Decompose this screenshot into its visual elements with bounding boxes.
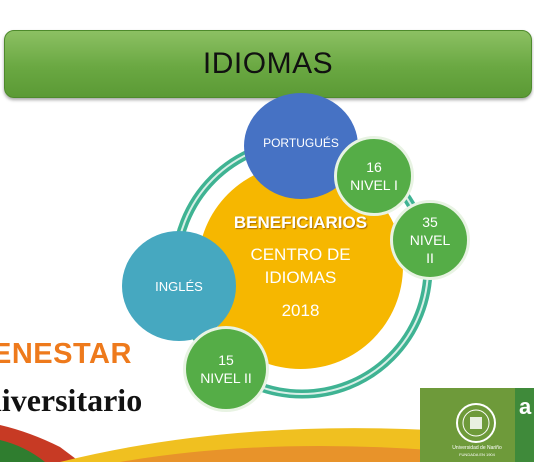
level1-node: 16 NIVEL I <box>334 136 414 216</box>
universitario-text: niversitario <box>0 382 143 418</box>
center-year: 2018 <box>281 300 320 320</box>
level2-bottom-node: 15 NIVEL II <box>183 326 269 412</box>
accreditation-mark-icon: a <box>519 394 532 419</box>
title-banner: IDIOMAS <box>4 30 532 98</box>
center-line2: IDIOMAS <box>264 267 337 287</box>
university-founded: FUNDADA EN 1904 <box>459 452 495 457</box>
level2-bottom-label: NIVEL II <box>200 370 252 386</box>
bienestar-text: ENESTAR <box>0 338 132 370</box>
level2-right-label-2: II <box>426 250 434 266</box>
university-seal-icon <box>456 403 496 443</box>
center-line1: CENTRO DE <box>250 244 351 264</box>
level1-count: 16 <box>366 159 382 175</box>
level2-bottom-count: 15 <box>218 352 234 368</box>
swoosh-green <box>0 440 45 462</box>
ingles-label: INGLÉS <box>155 278 203 294</box>
accreditation-logo: a <box>515 388 534 462</box>
level2-right-label-1: NIVEL <box>409 232 451 248</box>
level1-label: NIVEL I <box>350 177 398 193</box>
level2-right-node: 35 NIVEL II <box>390 200 470 280</box>
level2-right-count: 35 <box>422 214 438 230</box>
portugues-label: PORTUGUÉS <box>263 136 339 150</box>
ingles-circle: INGLÉS <box>122 231 236 341</box>
banner-title: IDIOMAS <box>202 47 334 80</box>
center-heading: BENEFICIARIOS <box>233 212 368 232</box>
swoosh-orange <box>120 446 430 462</box>
university-name: Universidad de Nariño <box>452 445 502 451</box>
